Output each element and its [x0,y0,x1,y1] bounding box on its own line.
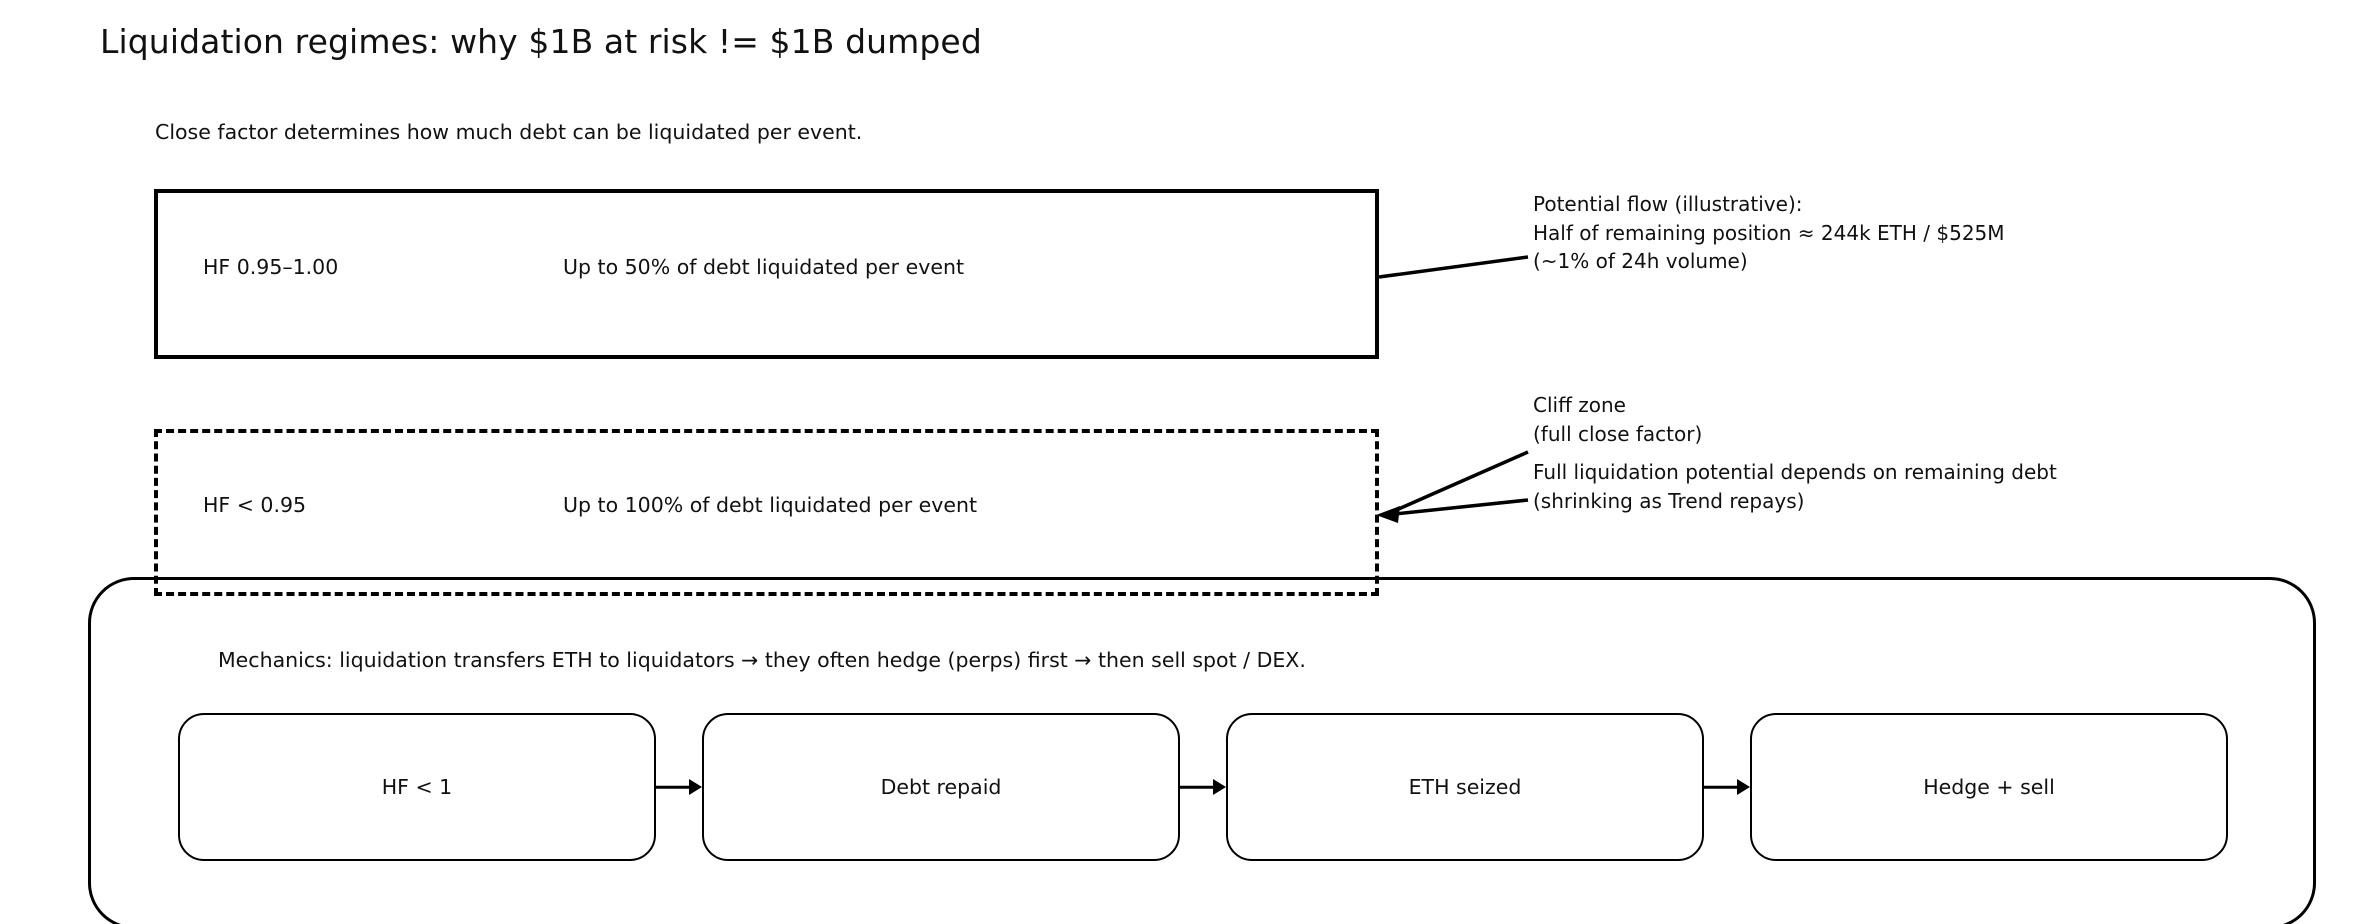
flow-step-hf-below-1[interactable]: HF < 1 [178,713,656,861]
flow-arrow-3-icon [1704,775,1750,799]
flow-arrow-1-shaft [656,785,693,789]
regime-hf-range-partial: HF 0.95–1.00 [203,255,339,279]
page-subtitle: Close factor determines how much debt ca… [155,120,863,144]
leader-line-cliff-zone [1384,450,1529,517]
annotation-potential-flow-line1: Potential flow (illustrative): [1533,192,1803,216]
flow-arrow-2-shaft [1180,785,1217,789]
annotation-cliff-zone-line2: (full close factor) [1533,421,1703,446]
leader-line-potential-flow [1378,255,1529,279]
leader-line-full-liquidation [1384,498,1529,517]
annotation-potential-flow: Potential flow (illustrative): Half of r… [1533,190,2005,276]
flow-arrow-3-shaft [1704,785,1741,789]
annotation-potential-flow-line2: Half of remaining position ≈ 244k ETH / … [1533,220,2005,245]
flow-arrow-2-head [1213,779,1226,795]
regime-hf-range-full: HF < 0.95 [203,493,307,517]
regime-rule-partial: Up to 50% of debt liquidated per event [563,255,964,279]
flow-step-hedge-sell[interactable]: Hedge + sell [1750,713,2228,861]
flow-arrow-2-icon [1180,775,1226,799]
flow-arrow-3-head [1737,779,1750,795]
flow-arrow-1-icon [656,775,702,799]
flow-step-debt-repaid[interactable]: Debt repaid [702,713,1180,861]
annotation-cliff-zone-line1: Cliff zone [1533,393,1626,417]
flow-arrow-1-head [689,779,702,795]
mechanics-note: Mechanics: liquidation transfers ETH to … [218,648,1306,672]
leader-arrowhead-icon [1376,506,1400,523]
regime-band-partial: HF 0.95–1.00 Up to 50% of debt liquidate… [154,189,1379,359]
annotation-cliff-zone: Cliff zone (full close factor) [1533,391,1702,448]
annotation-full-liquidation-line2: (shrinking as Trend repays) [1533,488,1805,513]
flow-step-eth-seized[interactable]: ETH seized [1226,713,1704,861]
regime-band-full: HF < 0.95 Up to 100% of debt liquidated … [154,429,1379,596]
page-title: Liquidation regimes: why $1B at risk != … [100,22,982,61]
annotation-potential-flow-line3: (~1% of 24h volume) [1533,249,1748,273]
annotation-full-liquidation-line1: Full liquidation potential depends on re… [1533,460,2057,484]
mechanics-flow-row: HF < 1 Debt repaid ETH seized Hedge + se… [178,713,2228,861]
annotation-full-liquidation: Full liquidation potential depends on re… [1533,458,2057,515]
mechanics-panel [88,577,2316,924]
regime-rule-full: Up to 100% of debt liquidated per event [563,493,978,517]
